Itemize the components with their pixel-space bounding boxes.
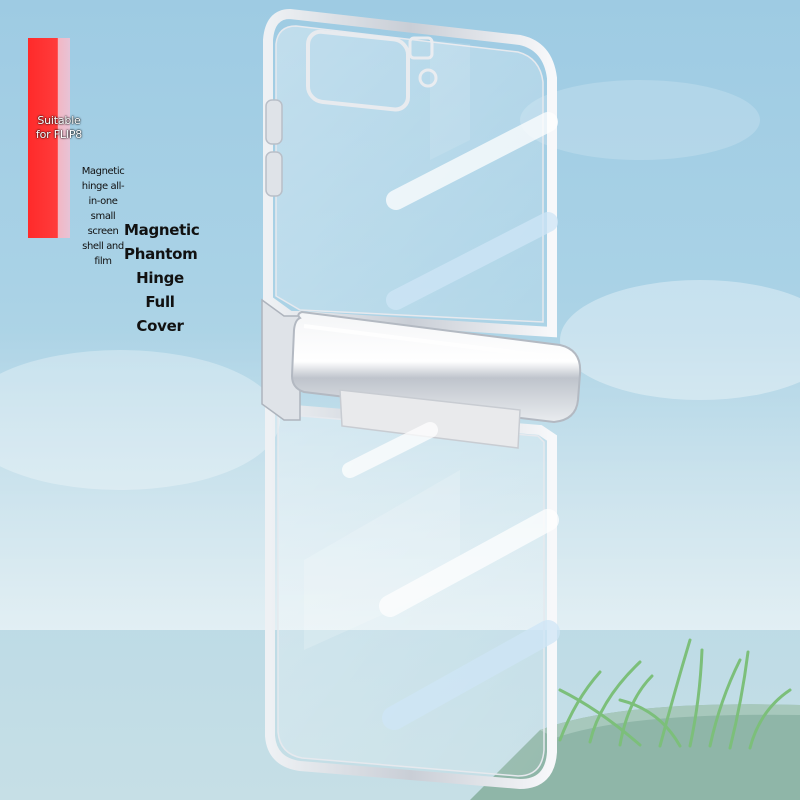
power-button xyxy=(265,151,283,197)
camera-lens-icon xyxy=(418,68,438,88)
flash-cutout xyxy=(408,36,434,60)
glass-reflection xyxy=(304,470,460,650)
hinge-fabric xyxy=(339,389,521,449)
badge-background xyxy=(28,38,70,238)
grass-icon xyxy=(558,638,792,750)
glass-reflection xyxy=(430,40,470,160)
headline: Magnetic Phantom Hinge Full Cover xyxy=(124,221,200,335)
hinge-side xyxy=(261,298,301,421)
volume-button xyxy=(265,99,283,145)
cloud xyxy=(0,350,280,490)
feature-note: Magnetic hinge all-in-one small screen s… xyxy=(81,166,125,267)
hinge-shine xyxy=(303,324,561,360)
ground-highlight xyxy=(540,704,800,738)
cloud xyxy=(560,280,800,400)
light-streaks xyxy=(342,112,560,730)
cloud xyxy=(520,80,760,160)
compatibility-badge: Suitable for FLIP8 xyxy=(35,114,83,141)
case-bottom-frame xyxy=(265,402,557,790)
camera-cutout xyxy=(306,29,410,112)
